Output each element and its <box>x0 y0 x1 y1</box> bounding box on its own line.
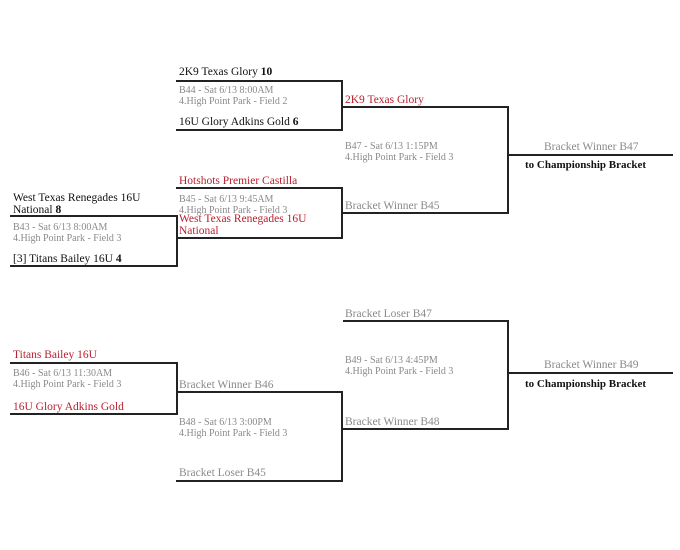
b46-connector <box>176 362 178 415</box>
b45-connector <box>341 187 343 239</box>
b46-top-line <box>10 362 178 364</box>
b43-bottom-score: 4 <box>115 253 122 265</box>
b43-game-time: B43 - Sat 6/13 8:00AM <box>13 222 108 233</box>
b43-bottom-team-name: [3] Titans Bailey 16U <box>13 253 113 265</box>
b44-bottom-team-name: 16U Glory Adkins Gold <box>179 116 290 128</box>
b45-game-venue: 4.High Point Park - Field 3 <box>179 204 288 216</box>
b43-top-team-line2: National <box>13 204 53 216</box>
b49-game-info: B49 - Sat 6/13 4:45PM 4.High Point Park … <box>345 355 454 377</box>
b49-game-time: B49 - Sat 6/13 4:45PM <box>345 355 438 366</box>
b45-bottom-line <box>176 237 343 239</box>
b48-game-time: B48 - Sat 6/13 3:00PM <box>179 417 272 428</box>
b49-bottom-line <box>343 428 509 430</box>
b44-bottom-line <box>176 129 343 131</box>
b43-top-line <box>10 215 178 217</box>
b47-top-line <box>343 106 509 108</box>
b48-top-team[interactable]: Bracket Winner B46 <box>179 379 274 391</box>
b44-top-line <box>176 80 343 82</box>
b47-winner-line <box>509 154 673 156</box>
b47-game-venue: 4.High Point Park - Field 3 <box>345 151 454 163</box>
b49-connector <box>507 320 509 430</box>
b43-top-score: 8 <box>55 204 62 216</box>
b44-bottom-score: 6 <box>292 116 299 128</box>
b44-game-time: B44 - Sat 6/13 8:00AM <box>179 85 274 96</box>
b44-game-info: B44 - Sat 6/13 8:00AM 4.High Point Park … <box>179 85 288 107</box>
b49-winner-label[interactable]: Bracket Winner B49 <box>544 359 639 371</box>
b44-top-team-name: 2K9 Texas Glory <box>179 66 258 78</box>
b47-game-info: B47 - Sat 6/13 1:15PM 4.High Point Park … <box>345 141 454 163</box>
b44-bottom-team[interactable]: 16U Glory Adkins Gold 6 <box>179 116 298 128</box>
b46-game-venue: 4.High Point Park - Field 3 <box>13 378 122 390</box>
b45-bottom-team-line1: West Texas Renegades 16U <box>179 213 307 225</box>
b45-game-time: B45 - Sat 6/13 9:45AM <box>179 194 274 205</box>
b46-top-team[interactable]: Titans Bailey 16U <box>13 349 97 361</box>
b46-game-time: B46 - Sat 6/13 11:30AM <box>13 368 113 379</box>
b43-top-team-line1: West Texas Renegades 16U <box>13 192 141 204</box>
b48-bottom-line <box>176 480 343 482</box>
b43-bottom-line <box>10 265 178 267</box>
b45-top-team[interactable]: Hotshots Premier Castilla <box>179 175 298 187</box>
b45-bottom-team[interactable]: West Texas Renegades 16U National <box>179 213 306 237</box>
b46-bottom-line <box>10 413 178 415</box>
b47-connector <box>507 106 509 214</box>
b47-top-team[interactable]: 2K9 Texas Glory <box>345 94 424 106</box>
b43-game-info: B43 - Sat 6/13 8:00AM 4.High Point Park … <box>13 222 122 244</box>
b47-next-bracket[interactable]: to Championship Bracket <box>525 159 647 171</box>
b43-top-team[interactable]: West Texas Renegades 16U National 8 <box>13 192 140 216</box>
b47-bottom-line <box>343 212 509 214</box>
b43-connector <box>176 215 178 267</box>
b49-top-team[interactable]: Bracket Loser B47 <box>345 308 432 320</box>
b49-bottom-team[interactable]: Bracket Winner B48 <box>345 416 440 428</box>
b47-game-time: B47 - Sat 6/13 1:15PM <box>345 141 438 152</box>
b48-top-line <box>176 391 343 393</box>
b43-bottom-team[interactable]: [3] Titans Bailey 16U 4 <box>13 253 122 265</box>
b47-winner-label[interactable]: Bracket Winner B47 <box>544 141 639 153</box>
b46-game-info: B46 - Sat 6/13 11:30AM 4.High Point Park… <box>13 368 122 390</box>
b45-top-line <box>176 187 343 189</box>
b49-game-venue: 4.High Point Park - Field 3 <box>345 365 454 377</box>
b44-top-score: 10 <box>260 66 273 78</box>
b47-bottom-team[interactable]: Bracket Winner B45 <box>345 200 440 212</box>
b48-connector <box>341 391 343 482</box>
b48-game-venue: 4.High Point Park - Field 3 <box>179 427 288 439</box>
b45-bottom-team-line2: National <box>179 225 219 237</box>
b44-top-team[interactable]: 2K9 Texas Glory 10 <box>179 66 272 78</box>
b45-game-info: B45 - Sat 6/13 9:45AM 4.High Point Park … <box>179 194 288 216</box>
b49-next-bracket[interactable]: to Championship Bracket <box>525 378 647 390</box>
b48-game-info: B48 - Sat 6/13 3:00PM 4.High Point Park … <box>179 417 288 439</box>
b44-connector <box>341 80 343 131</box>
b43-game-venue: 4.High Point Park - Field 3 <box>13 232 122 244</box>
b44-game-venue: 4.High Point Park - Field 2 <box>179 95 288 107</box>
b49-winner-line <box>509 372 673 374</box>
b46-bottom-team[interactable]: 16U Glory Adkins Gold <box>13 401 124 413</box>
b49-top-line <box>343 320 509 322</box>
b48-bottom-team[interactable]: Bracket Loser B45 <box>179 467 266 479</box>
